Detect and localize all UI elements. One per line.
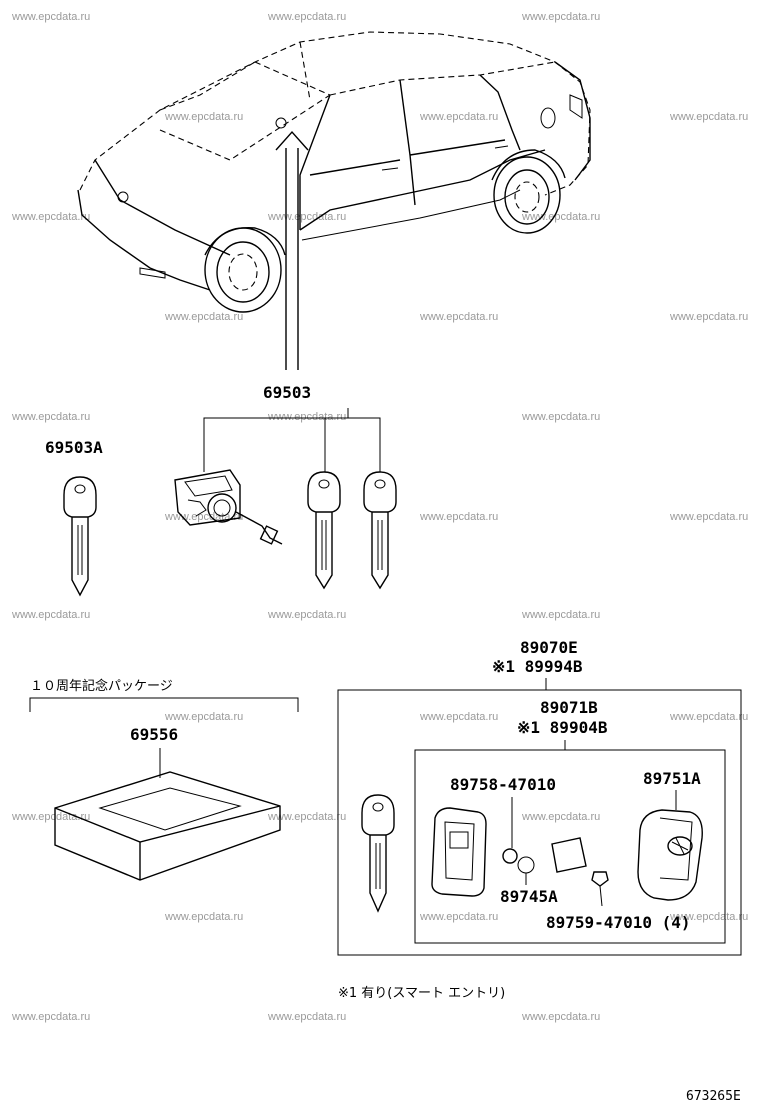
- part-label-89071b: 89071B: [540, 698, 598, 717]
- watermark: www.epcdata.ru: [11, 1011, 90, 1023]
- watermark: www.epcdata.ru: [164, 511, 243, 523]
- watermark: www.epcdata.ru: [419, 311, 498, 323]
- key-blade-icon: [361, 794, 395, 913]
- battery-cell-icon: [502, 848, 518, 864]
- watermark: www.epcdata.ru: [419, 911, 498, 923]
- key-blade-icon: [363, 471, 397, 590]
- gift-package-icon: [54, 771, 281, 881]
- watermark: www.epcdata.ru: [11, 211, 90, 223]
- watermark: www.epcdata.ru: [521, 609, 600, 621]
- package-bracket: [29, 697, 299, 712]
- part-label-89904b: ※1 89904B: [517, 718, 608, 737]
- smart-key-case-icon: [431, 807, 487, 897]
- watermark: www.epcdata.ru: [267, 11, 346, 23]
- watermark: www.epcdata.ru: [521, 411, 600, 423]
- door-lock-cylinder-icon: [174, 469, 283, 545]
- watermark: www.epcdata.ru: [669, 511, 748, 523]
- key-blade-icon: [63, 476, 97, 597]
- footnote: ※1 有り(スマート エントリ): [338, 986, 505, 1001]
- watermark: www.epcdata.ru: [11, 11, 90, 23]
- watermark-layer: www.epcdata.ru www.epcdata.ru www.epcdat…: [11, 11, 748, 1023]
- watermark: www.epcdata.ru: [267, 609, 346, 621]
- key-blade-icon: [307, 471, 341, 590]
- part-label-69503: 69503: [263, 383, 311, 402]
- inner-group-box: [414, 749, 726, 944]
- smart-key-fob-icon: [637, 809, 703, 901]
- car-outline-icon: [77, 31, 591, 313]
- watermark: www.epcdata.ru: [419, 711, 498, 723]
- watermark: www.epcdata.ru: [669, 111, 748, 123]
- watermark: www.epcdata.ru: [419, 511, 498, 523]
- watermark: www.epcdata.ru: [267, 211, 346, 223]
- part-label-89070e: 89070E: [520, 638, 578, 657]
- bracket-69503: [203, 408, 381, 472]
- watermark: www.epcdata.ru: [267, 1011, 346, 1023]
- part-label-69556: 69556: [130, 725, 178, 744]
- watermark: www.epcdata.ru: [11, 609, 90, 621]
- part-label-89759: 89759-47010 (4): [546, 913, 691, 932]
- part-label-89758: 89758-47010: [450, 775, 556, 794]
- watermark: www.epcdata.ru: [267, 811, 346, 823]
- watermark: www.epcdata.ru: [521, 811, 600, 823]
- watermark: www.epcdata.ru: [164, 911, 243, 923]
- part-label-69503a: 69503A: [45, 438, 103, 457]
- battery-cell-icon: [517, 856, 535, 874]
- part-label-89751a: 89751A: [643, 769, 701, 788]
- part-label-89994b: ※1 89994B: [492, 657, 583, 676]
- watermark: www.epcdata.ru: [164, 311, 243, 323]
- watermark: www.epcdata.ru: [669, 711, 748, 723]
- watermark: www.epcdata.ru: [669, 911, 748, 923]
- outer-group-box: [337, 689, 742, 956]
- screw-icon: [591, 871, 609, 907]
- leader-arrow: [275, 130, 309, 370]
- watermark: www.epcdata.ru: [164, 711, 243, 723]
- package-caption: １０周年記念パッケージ: [30, 678, 173, 694]
- drawing-number: 673265E: [686, 1089, 741, 1104]
- watermark: www.epcdata.ru: [164, 111, 243, 123]
- cover-plate-icon: [551, 837, 587, 873]
- watermark: www.epcdata.ru: [521, 211, 600, 223]
- watermark: www.epcdata.ru: [521, 11, 600, 23]
- watermark: www.epcdata.ru: [669, 311, 748, 323]
- watermark: www.epcdata.ru: [521, 1011, 600, 1023]
- watermark: www.epcdata.ru: [11, 411, 90, 423]
- watermark: www.epcdata.ru: [267, 411, 346, 423]
- watermark: www.epcdata.ru: [419, 111, 498, 123]
- part-label-89745a: 89745A: [500, 887, 558, 906]
